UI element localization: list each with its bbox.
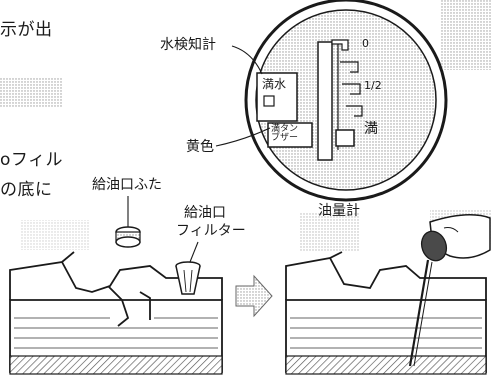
right-arrow-icon	[235, 274, 273, 318]
yellow-label: 黄色	[186, 139, 214, 155]
gauge-mark-empty: 0	[362, 37, 369, 50]
fuel-filter-label: フィルター	[176, 223, 246, 239]
fuel-filter-drawing	[175, 261, 201, 295]
water-window-label: 満水	[262, 77, 287, 91]
leader-lines	[127, 45, 271, 263]
hand-with-dropper	[408, 214, 491, 367]
screen-tone-patch	[300, 212, 360, 252]
water-detector-label: 水検知計	[160, 37, 216, 53]
buzzer-label: 満タン ブザー	[271, 124, 299, 144]
fuel-cap-label: 給油口ふた	[92, 177, 162, 193]
fuel-gauge	[244, 0, 448, 202]
left-tank	[9, 251, 223, 375]
body-text-line: の底に	[0, 180, 53, 200]
right-tank	[285, 251, 487, 375]
buzzer-box	[267, 122, 313, 148]
gauge-mark-half: 1/2	[364, 79, 382, 92]
screen-tone-patch	[0, 78, 62, 108]
gauge-title: 油量計	[318, 203, 360, 219]
body-text-line: oフィル	[0, 150, 64, 170]
fuel-filter-label: 給油口	[184, 205, 226, 221]
fuel-cap-drawing	[115, 226, 141, 248]
screen-tone-patch	[440, 0, 492, 70]
screen-tone-patch	[20, 220, 90, 250]
body-text-line: 示が出	[0, 20, 53, 40]
gauge-mark-full: 満	[364, 121, 378, 137]
float-tube	[317, 41, 333, 161]
